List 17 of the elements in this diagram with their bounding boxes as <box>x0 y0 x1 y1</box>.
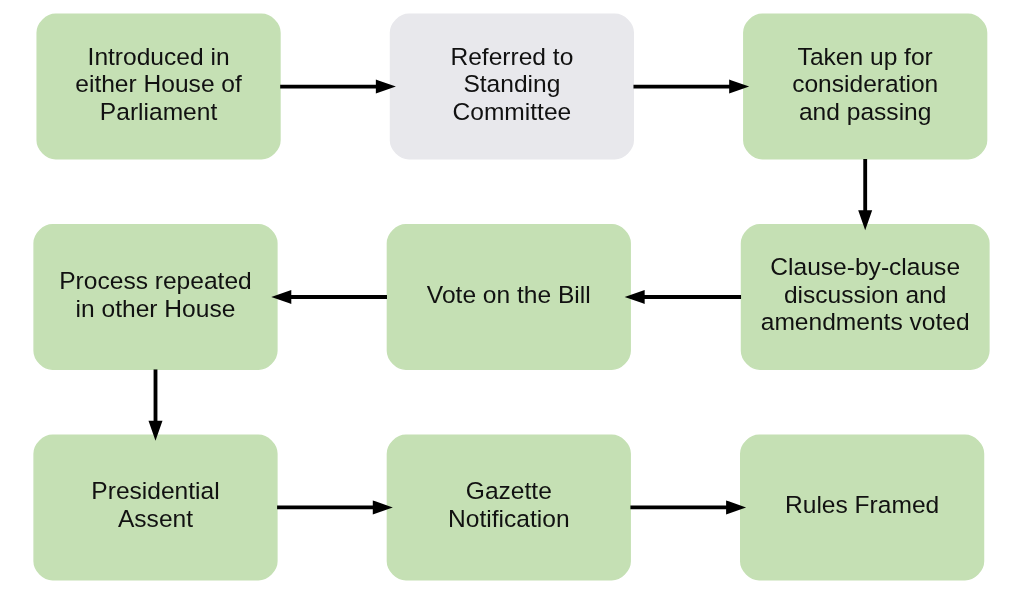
arrow <box>624 290 742 304</box>
node-box: Introduced in either House of Parliament <box>36 13 281 160</box>
arrow <box>277 500 393 515</box>
arrow <box>633 79 750 94</box>
node-box: Gazette Notification <box>386 434 631 581</box>
node-box: Clause-by-clause discussion and amendments voted <box>740 224 990 370</box>
node-box: Presidential Assent <box>33 434 278 581</box>
node-box: Process repeated in other House <box>33 224 278 370</box>
arrow <box>630 500 747 515</box>
node-box: Vote on the Bill <box>386 224 631 370</box>
node-box: Referred to Standing Committee <box>389 13 634 160</box>
node-box: Rules Framed <box>740 434 985 581</box>
arrow <box>148 369 163 441</box>
arrow <box>280 79 396 94</box>
arrow <box>858 159 873 231</box>
arrow <box>271 290 387 304</box>
node-box: Taken up for consideration and passing <box>743 13 988 160</box>
